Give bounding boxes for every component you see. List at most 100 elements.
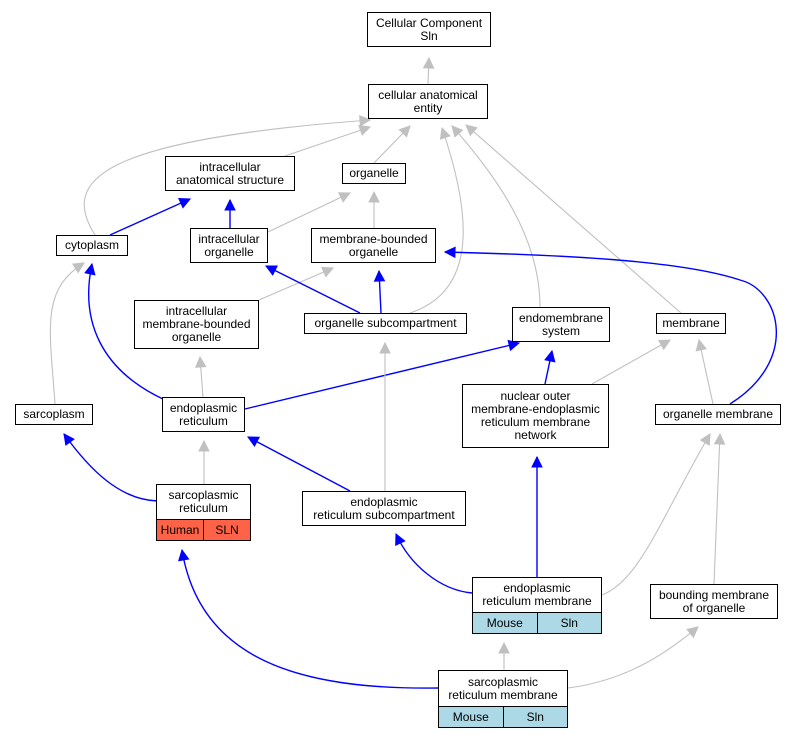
node-label-line: organelle membrane — [662, 407, 774, 421]
node-organelle-membrane[interactable]: organelle membrane — [655, 404, 781, 425]
arrowhead — [465, 124, 478, 137]
node-label-line: sarcoplasm — [23, 407, 85, 421]
node-label-line: reticulum subcompartment — [313, 507, 455, 522]
node-label-line: reticulum membrane — [480, 415, 591, 429]
node-label-line: organelle — [348, 244, 399, 259]
node-label-line: network — [514, 428, 557, 442]
arrowhead — [451, 125, 464, 138]
node-label-line: membrane-bounded — [319, 231, 428, 246]
edge-is-a-sarcoplasmic-reticulum-to-endoplasmic-reticulum — [198, 439, 210, 484]
arrowhead — [422, 56, 435, 69]
node-label-line: Cellular Component — [375, 15, 483, 30]
edge-is-a-cellular-anatomical-entity-to-cellular-component — [422, 56, 435, 85]
node-label: organelle — [343, 164, 405, 183]
node-sarcoplasm[interactable]: sarcoplasm — [15, 404, 93, 425]
node-label-line: anatomical structure — [175, 172, 285, 187]
arrowhead — [72, 262, 85, 274]
node-organelle-subcompartment[interactable]: organelle subcompartment — [304, 313, 467, 334]
edge-part-of-cytoplasm-to-intracellular-anatomical-structure — [109, 198, 192, 236]
edge-is-a-intracellular-organelle-to-organelle — [267, 192, 352, 233]
edge-is-a-organelle-to-cellular-anatomical-entity — [373, 125, 411, 164]
arrowhead — [178, 198, 192, 209]
edge-part-of-er-membrane-to-nuclear-outer-membrane-er-network — [531, 455, 543, 577]
arrowhead — [443, 246, 456, 259]
node-label-line: of organelle — [682, 600, 746, 615]
edge-part-of-sarcoplasmic-reticulum-to-sarcoplasm — [63, 433, 159, 502]
annotation-gene[interactable]: Sln — [536, 613, 601, 633]
node-cytoplasm[interactable]: cytoplasm — [56, 235, 128, 256]
node-label-line: cellular anatomical — [378, 87, 478, 102]
edge-is-a-er-membrane-to-organelle-membrane — [601, 433, 711, 596]
edge-part-of-nuclear-outer-membrane-er-network-to-endomembrane-system — [544, 349, 556, 385]
node-label-line: endoplasmic — [503, 581, 571, 595]
node-label-line: endoplasmic — [350, 494, 418, 509]
node-label-line: membrane — [662, 316, 720, 330]
arrowhead — [321, 266, 335, 278]
node-organelle[interactable]: organelle — [342, 163, 406, 184]
node-label-line: bounding membrane — [658, 587, 770, 602]
arrowhead — [178, 548, 190, 562]
node-label-line: intracellular — [199, 159, 261, 174]
edge-is-a-endomembrane-system-to-cellular-anatomical-entity — [451, 125, 541, 308]
node-label-line: organelle — [204, 244, 254, 259]
edge-part-of-er-subcompartment-to-endoplasmic-reticulum — [247, 436, 351, 492]
node-label: organelle subcompartment — [305, 314, 466, 333]
arrowhead — [358, 124, 372, 136]
edge-is-a-membrane-to-cellular-anatomical-entity — [465, 124, 682, 314]
edge-is-a-sarcoplasm-to-cytoplasm — [49, 262, 85, 405]
edge-is-a-nuclear-outer-membrane-er-network-to-membrane — [591, 339, 671, 385]
arrowhead — [544, 349, 556, 363]
node-label-line: endoplasmic — [169, 400, 238, 415]
edge-part-of-er-membrane-to-er-subcompartment — [395, 532, 473, 594]
arrowhead — [395, 532, 406, 546]
annotation-gene[interactable]: SLN — [203, 520, 250, 540]
node-label-line: intracellular — [198, 231, 260, 246]
node-label-line: cytoplasm — [64, 238, 120, 252]
edge-is-a-membrane-bounded-organelle-to-organelle — [368, 190, 380, 228]
node-label-line: endomembrane — [518, 310, 604, 325]
arrowhead — [658, 339, 671, 351]
arrowhead — [531, 455, 543, 468]
edge-is-a-organelle-membrane-to-membrane — [695, 338, 714, 405]
node-label: sarcoplasm — [16, 405, 92, 424]
arrowhead — [686, 626, 699, 639]
edge-is-a-organelle-subcompartment-to-cellular-anatomical-entity — [409, 126, 464, 314]
edge-is-a-er-subcompartment-to-organelle-subcompartment — [379, 341, 391, 491]
annotation-gene[interactable]: Sln — [502, 707, 567, 727]
node-label-line: membrane-bounded — [142, 317, 251, 331]
edge-part-of-intracellular-organelle-to-intracellular-anatomical-structure — [224, 198, 236, 228]
arrowhead — [439, 126, 451, 140]
node-label-line: organelle — [171, 330, 222, 344]
annotation-species[interactable]: Mouse — [439, 707, 503, 727]
node-label: membrane — [657, 314, 725, 333]
edge-is-a-sr-membrane-to-er-membrane — [498, 641, 510, 670]
annotation-species[interactable]: Human — [157, 520, 203, 540]
annotation-species[interactable]: Mouse — [473, 613, 537, 633]
arrowhead — [198, 439, 210, 452]
node-label-line: intracellular — [165, 304, 228, 318]
node-label-line: organelle — [349, 166, 399, 180]
arrowhead — [265, 265, 278, 276]
node-membrane[interactable]: membrane — [656, 313, 726, 334]
